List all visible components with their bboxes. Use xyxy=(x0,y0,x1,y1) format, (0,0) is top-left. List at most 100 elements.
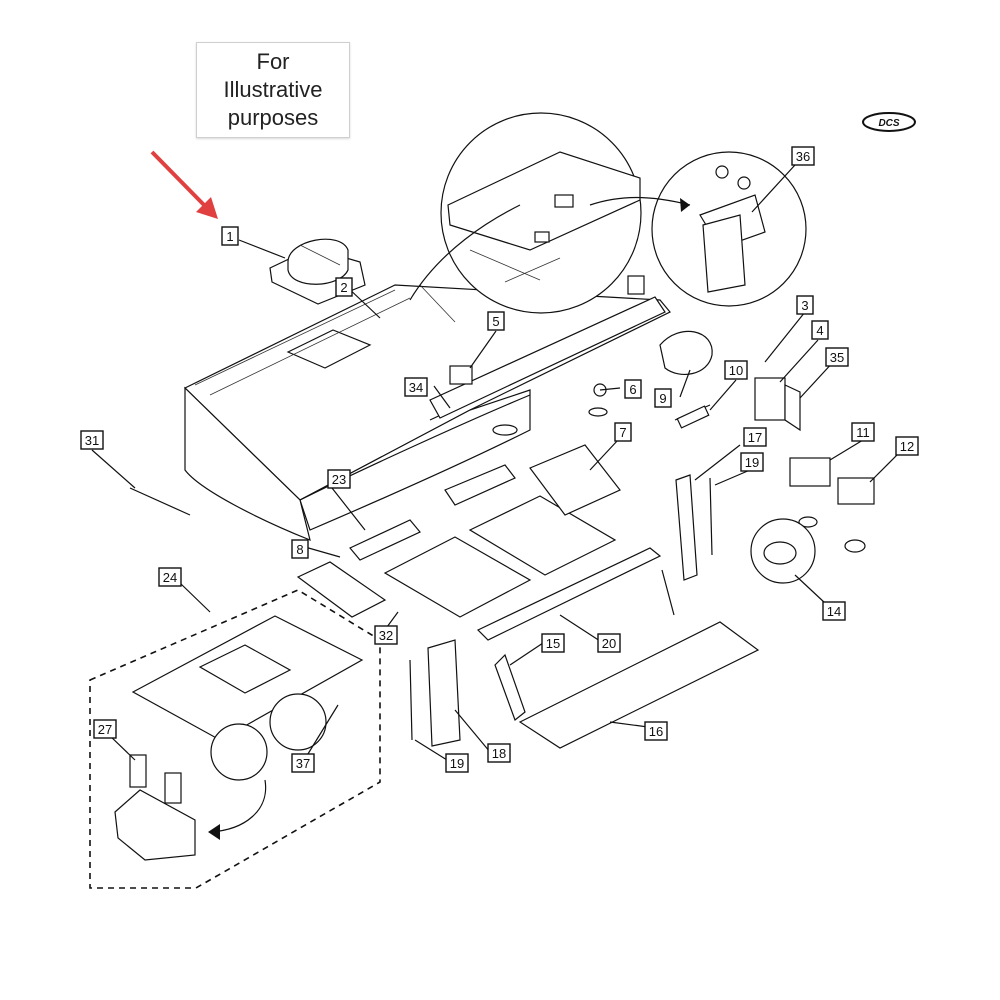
callout-box xyxy=(822,601,846,621)
callout-box xyxy=(221,226,239,246)
callout-c10: 10 xyxy=(724,360,748,380)
callout-box xyxy=(291,753,315,773)
callout-box xyxy=(597,633,621,653)
callout-c19a: 19 xyxy=(740,452,764,472)
note-line-1: For xyxy=(256,49,290,74)
callout-number: 5 xyxy=(492,314,499,329)
zoom-connector-curve-1 xyxy=(409,204,521,301)
callout-box xyxy=(796,295,814,315)
zoom-arrowhead xyxy=(680,198,690,212)
callout-box xyxy=(374,625,398,645)
callout-c3: 3 xyxy=(796,295,814,315)
callout-box xyxy=(724,360,748,380)
callout-number: 35 xyxy=(830,350,844,365)
callout-number: 3 xyxy=(801,298,808,313)
callout-c4: 4 xyxy=(811,320,829,340)
callout-box xyxy=(335,277,353,297)
svg-text:DCS: DCS xyxy=(878,118,899,129)
callout-c11: 11 xyxy=(851,422,875,442)
callout-c23: 23 xyxy=(327,469,351,489)
illustrative-note: For Illustrative purposes xyxy=(196,42,350,138)
zoom-connector-curve-2 xyxy=(589,196,691,206)
callout-box xyxy=(654,388,672,408)
callout-c19b: 19 xyxy=(445,753,469,773)
callout-c31: 31 xyxy=(80,430,104,450)
callout-number: 10 xyxy=(729,363,743,378)
callout-box xyxy=(624,379,642,399)
callout-c8: 8 xyxy=(291,539,309,559)
callout-c35: 35 xyxy=(825,347,849,367)
callout-number: 8 xyxy=(296,542,303,557)
callout-box xyxy=(851,422,875,442)
callout-number: 7 xyxy=(619,425,626,440)
callout-c32: 32 xyxy=(374,625,398,645)
callout-c20: 20 xyxy=(597,633,621,653)
callout-box xyxy=(93,719,117,739)
zoom-detail-circle-small xyxy=(651,151,807,307)
callout-box xyxy=(327,469,351,489)
callout-number: 32 xyxy=(379,628,393,643)
red-pointer-arrow xyxy=(150,150,218,219)
note-line-3: purposes xyxy=(227,105,319,130)
leader-lines xyxy=(91,164,901,763)
callout-box xyxy=(644,721,668,741)
callout-c12: 12 xyxy=(895,436,919,456)
callout-box xyxy=(445,753,469,773)
callout-number: 6 xyxy=(629,382,636,397)
callout-c6: 6 xyxy=(624,379,642,399)
callout-number: 23 xyxy=(332,472,346,487)
callout-number: 12 xyxy=(900,439,914,454)
callout-box xyxy=(743,427,767,447)
callout-box xyxy=(404,377,428,397)
callout-number: 27 xyxy=(98,722,112,737)
callout-c1: 1 xyxy=(221,226,239,246)
callout-number: 31 xyxy=(85,433,99,448)
callout-box xyxy=(487,743,511,763)
callout-number: 36 xyxy=(796,149,810,164)
callout-box xyxy=(895,436,919,456)
callout-box xyxy=(811,320,829,340)
callout-box xyxy=(791,146,815,166)
callout-box xyxy=(541,633,565,653)
callout-number: 18 xyxy=(492,746,506,761)
callout-number: 20 xyxy=(602,636,616,651)
callout-number: 2 xyxy=(340,280,347,295)
callout-c2: 2 xyxy=(335,277,353,297)
filters-and-brackets xyxy=(129,444,760,749)
callout-number: 19 xyxy=(450,756,464,771)
callout-c5: 5 xyxy=(487,311,505,331)
callout-c15: 15 xyxy=(541,633,565,653)
callout-c18: 18 xyxy=(487,743,511,763)
callout-c34: 34 xyxy=(404,377,428,397)
callout-c16: 16 xyxy=(644,721,668,741)
callout-number: 37 xyxy=(296,756,310,771)
callout-number: 16 xyxy=(649,724,663,739)
callout-c9: 9 xyxy=(654,388,672,408)
callout-number: 17 xyxy=(748,430,762,445)
callout-box xyxy=(80,430,104,450)
callout-c37: 37 xyxy=(291,753,315,773)
callout-number: 24 xyxy=(163,570,177,585)
callout-c27: 27 xyxy=(93,719,117,739)
callout-box xyxy=(158,567,182,587)
zoom-detail-circle-large xyxy=(440,112,642,314)
callout-c36: 36 xyxy=(791,146,815,166)
callout-box xyxy=(614,422,632,442)
callout-c17: 17 xyxy=(743,427,767,447)
callout-number: 14 xyxy=(827,604,841,619)
callout-number: 19 xyxy=(745,455,759,470)
callout-box xyxy=(487,311,505,331)
misc-small-parts xyxy=(449,275,875,584)
callout-c24: 24 xyxy=(158,567,182,587)
callout-box xyxy=(740,452,764,472)
callout-number: 4 xyxy=(816,323,823,338)
note-line-2: Illustrative xyxy=(223,77,323,102)
callout-box xyxy=(291,539,309,559)
callout-labels: 1234567891011121415161718191920232427313… xyxy=(80,146,919,773)
callout-c7: 7 xyxy=(614,422,632,442)
blower-assembly xyxy=(89,589,381,889)
callout-number: 11 xyxy=(856,425,870,440)
callout-number: 34 xyxy=(409,380,423,395)
